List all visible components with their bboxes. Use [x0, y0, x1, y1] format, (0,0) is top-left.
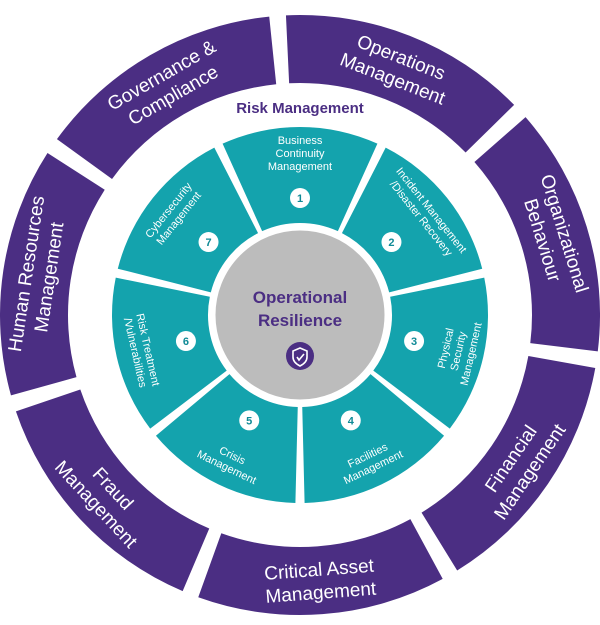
inner-segment-shape — [155, 374, 298, 503]
segment-number: 5 — [246, 415, 252, 427]
outer-segment-shape — [56, 16, 277, 180]
outer-segment-shape — [421, 355, 596, 571]
risk-management-ring: Risk Management — [236, 100, 364, 117]
inner-segment-shape — [341, 147, 483, 293]
segment-number: 7 — [205, 237, 211, 249]
inner-segment-label: Continuity — [276, 148, 325, 160]
inner-segment-shape — [222, 127, 378, 232]
inner-segment-label: Business — [278, 135, 323, 147]
outer-segment-shape — [0, 152, 105, 396]
center-hub: Operational Resilience — [212, 227, 388, 403]
resilience-shield-icon — [286, 342, 314, 370]
segment-number-badge: 3 — [404, 331, 425, 352]
segment-number: 4 — [348, 415, 355, 427]
segment-number: 6 — [183, 336, 189, 348]
segment-number: 3 — [411, 336, 417, 348]
outer-segment-shape — [198, 519, 443, 615]
inner-segment-shape — [373, 277, 488, 429]
segment-number-badge: 7 — [198, 232, 219, 253]
outer-ring: Governance &ComplianceOperationsManageme… — [0, 14, 600, 615]
segment-number: 1 — [297, 193, 303, 205]
inner-segment-label: Management — [268, 161, 332, 173]
segment-number: 2 — [388, 237, 394, 249]
inner-segment-shape — [302, 374, 445, 503]
segment-number-badge: 2 — [381, 232, 402, 253]
inner-segment-shape — [111, 277, 227, 429]
segment-number-badge: 6 — [175, 331, 196, 352]
center-title-line-2: Resilience — [258, 311, 342, 330]
segment-number-badge: 5 — [239, 410, 260, 431]
inner-segment-shape — [117, 147, 259, 293]
ring-title: Risk Management — [236, 100, 364, 117]
segment-number-badge: 4 — [340, 410, 361, 431]
center-title-line-1: Operational — [253, 288, 347, 307]
outer-segment-shape — [285, 14, 515, 153]
segment-number-badge: 1 — [290, 188, 310, 208]
outer-segment-shape — [15, 389, 210, 592]
outer-segment-shape — [474, 117, 600, 352]
center-circle — [212, 227, 388, 403]
